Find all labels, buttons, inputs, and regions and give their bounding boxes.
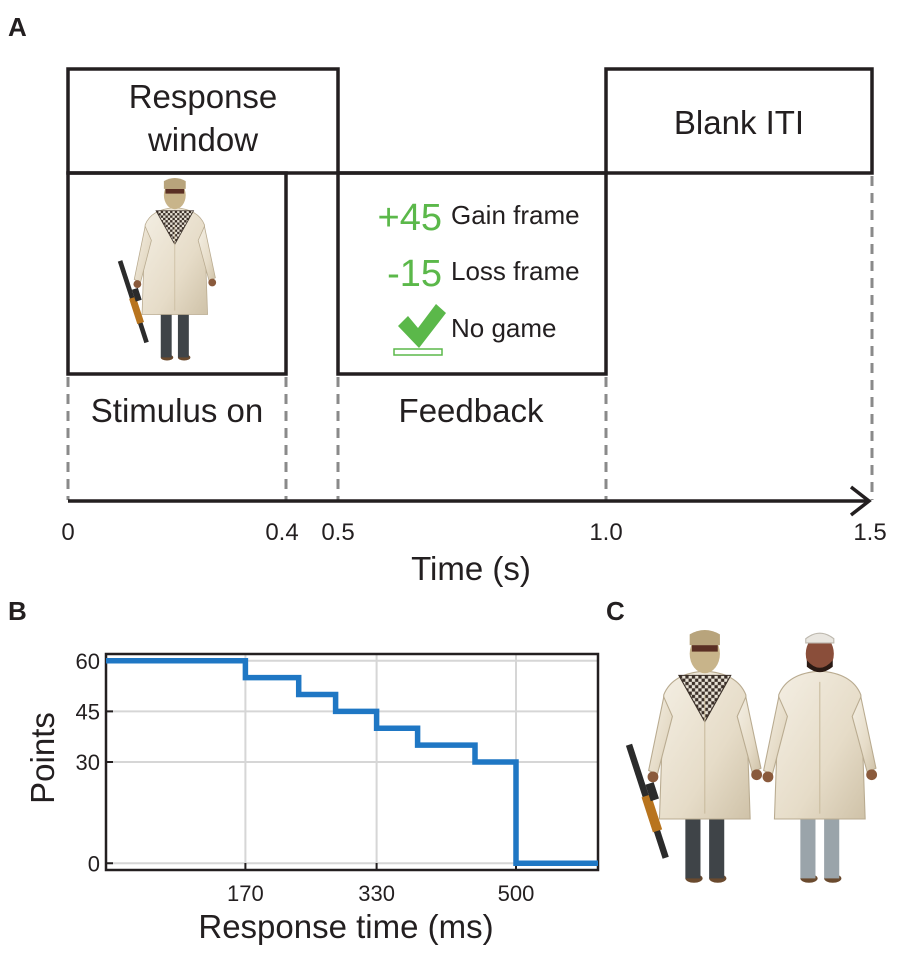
time-axis-arrowhead <box>849 485 872 517</box>
blank-iti-box: Blank ITI <box>604 67 874 175</box>
x-tick-label-330: 330 <box>358 881 395 906</box>
feedback-box <box>336 171 608 376</box>
loss-label: Loss frame <box>451 256 580 286</box>
stimulus-figure <box>116 177 217 361</box>
unarmed-figure <box>762 632 878 884</box>
stimulus-box <box>66 171 288 376</box>
x-tick-label-170: 170 <box>227 881 264 906</box>
panel-label-b: B <box>8 596 27 626</box>
no-game-label: No game <box>451 313 557 343</box>
loss-value: -15 <box>387 253 442 295</box>
time-tick-0-4: 0.4 <box>265 519 298 546</box>
time-tick-0: 0 <box>61 519 74 546</box>
response-window-label-line2: window <box>147 121 258 158</box>
time-tick-0-5: 0.5 <box>321 519 354 546</box>
y-tick-label-30: 30 <box>76 750 100 775</box>
response-window-box: Response window <box>66 67 340 175</box>
gain-value: +45 <box>378 197 442 239</box>
time-tick-1-5: 1.5 <box>853 519 886 546</box>
gain-label: Gain frame <box>451 200 580 230</box>
stimulus-on-label: Stimulus on <box>91 392 263 429</box>
time-markers <box>66 176 874 500</box>
y-axis-title: Points <box>24 712 61 804</box>
time-tick-1-0: 1.0 <box>589 519 622 546</box>
feedback-label: Feedback <box>399 392 544 429</box>
blank-iti-label: Blank ITI <box>674 104 804 141</box>
series-line-0 <box>106 658 598 867</box>
armed-figure <box>624 629 763 884</box>
y-tick-label-60: 60 <box>76 649 100 674</box>
y-tick-label-45: 45 <box>76 699 100 724</box>
response-window-label-line1: Response <box>129 78 278 115</box>
no-game-check-icon <box>393 304 446 356</box>
time-axis-title: Time (s) <box>411 550 531 587</box>
panel-label-c: C <box>606 596 625 626</box>
x-axis-title: Response time (ms) <box>198 908 493 945</box>
panel-label-a: A <box>8 12 27 42</box>
y-tick-label-0: 0 <box>88 851 100 876</box>
x-tick-label-500: 500 <box>498 881 535 906</box>
